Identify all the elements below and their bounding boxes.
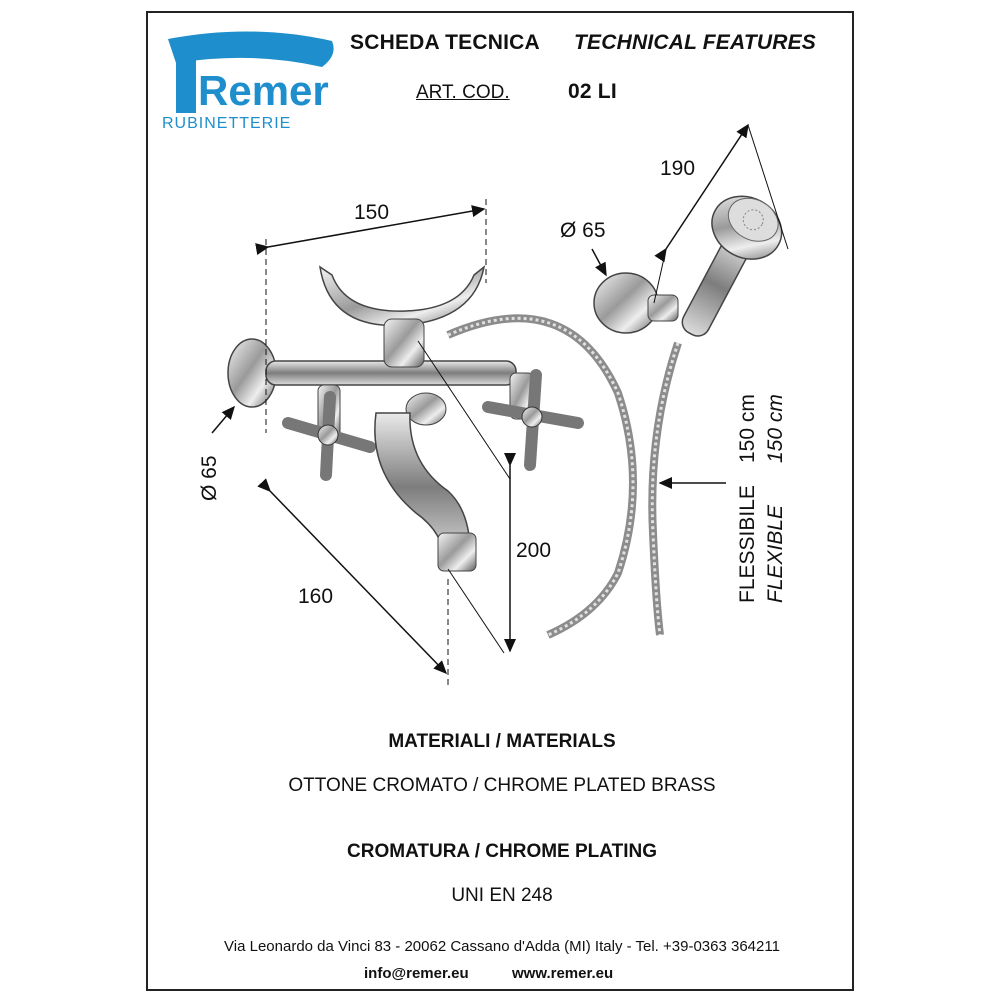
brand-name: Remer — [198, 67, 329, 114]
technical-sheet: Remer RUBINETTERIE SCHEDA TECNICA TECHNI… — [146, 11, 854, 991]
dim-flange-right-label: Ø 65 — [560, 219, 606, 242]
plating-value: UNI EN 248 — [451, 885, 553, 906]
brand-subtitle: RUBINETTERIE — [162, 115, 292, 132]
dim-depth-label: 160 — [298, 585, 333, 608]
title-italian: SCHEDA TECNICA — [350, 31, 540, 54]
plating-title: CROMATURA / CHROME PLATING — [347, 841, 657, 862]
materials-title: MATERIALI / MATERIALS — [388, 731, 616, 752]
hose-label-italian: FLESSIBILE — [736, 485, 759, 603]
handheld-shower — [681, 195, 783, 337]
brand-logo: Remer RUBINETTERIE — [162, 27, 342, 137]
dim-height-label: 200 — [516, 539, 551, 562]
footer-email[interactable]: info@remer.eu — [364, 965, 469, 982]
dim-width-label: 150 — [354, 201, 389, 224]
handle-right — [482, 369, 584, 471]
dim-flange-left-label: Ø 65 — [198, 455, 221, 501]
footer-address: Via Leonardo da Vinci 83 - 20062 Cassano… — [224, 938, 780, 955]
title-english: TECHNICAL FEATURES — [574, 31, 816, 54]
materials-value: OTTONE CROMATO / CHROME PLATED BRASS — [288, 775, 716, 796]
hose-length-english: 150 cm — [764, 394, 787, 463]
product-drawing: 150 190 Ø 65 Ø 65 200 160 FLESSIBILE 150… — [198, 123, 789, 689]
handle-left — [282, 384, 376, 481]
hose-label-english: FLEXIBLE — [764, 504, 787, 603]
article-code-value: 02 LI — [568, 80, 617, 103]
shower-holder — [318, 265, 486, 327]
dim-shower-label: 190 — [660, 157, 695, 180]
article-code-label: ART. COD. — [416, 82, 510, 103]
hose-length-italian: 150 cm — [736, 394, 759, 463]
remer-logo-icon: Remer — [168, 31, 334, 114]
footer-website[interactable]: www.remer.eu — [512, 965, 614, 982]
